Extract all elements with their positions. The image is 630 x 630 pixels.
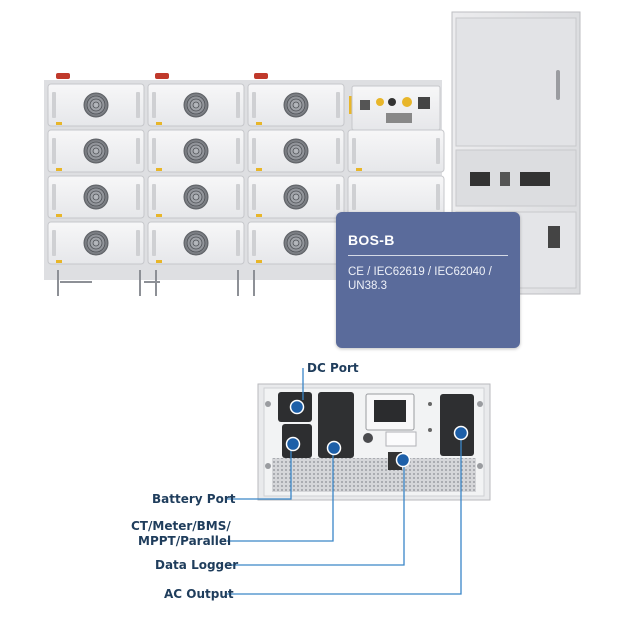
fan-icon	[183, 138, 209, 164]
fan-icon	[83, 92, 109, 118]
ct-meter-label-line1: CT/Meter/BMS/	[131, 519, 231, 533]
certifications-text: CE / IEC62619 / IEC62040 / UN38.3	[348, 266, 492, 292]
fan-icon	[83, 184, 109, 210]
battery-port-label: Battery Port	[152, 492, 236, 506]
card-divider	[348, 255, 508, 256]
fan-icon	[283, 184, 309, 210]
ac-output-port-marker	[453, 425, 469, 441]
data-logger-leader	[227, 460, 405, 566]
battery-port-leader	[227, 448, 292, 500]
ct-meter-port-marker	[326, 440, 342, 456]
dc-port-marker	[289, 399, 305, 415]
ct-meter-leader	[227, 448, 334, 542]
spec-card: BOS-B CE / IEC62619 / IEC62040 / UN38.3	[336, 212, 520, 348]
fan-icon	[283, 230, 309, 256]
fan-icon	[183, 184, 209, 210]
ac-output-leader	[227, 436, 462, 595]
fan-icon	[283, 138, 309, 164]
dc-port-label: DC Port	[307, 361, 359, 375]
data-logger-port-marker	[395, 452, 411, 468]
battery-module	[347, 129, 445, 173]
fan-icon	[83, 138, 109, 164]
model-name: BOS-B	[348, 232, 395, 248]
fan-icon	[183, 92, 209, 118]
ct-meter-label-line2: MPPT/Parallel	[138, 534, 232, 548]
data-logger-label: Data Logger	[155, 558, 239, 572]
bos-controller	[351, 85, 441, 131]
ac-output-label: AC Output	[164, 587, 234, 601]
port-markers	[285, 399, 469, 468]
fan-icon	[83, 230, 109, 256]
rack-feet	[57, 270, 255, 296]
fan-icon	[183, 230, 209, 256]
callout-lines	[227, 368, 462, 595]
battery-port-marker	[285, 436, 301, 452]
fan-icon	[283, 92, 309, 118]
